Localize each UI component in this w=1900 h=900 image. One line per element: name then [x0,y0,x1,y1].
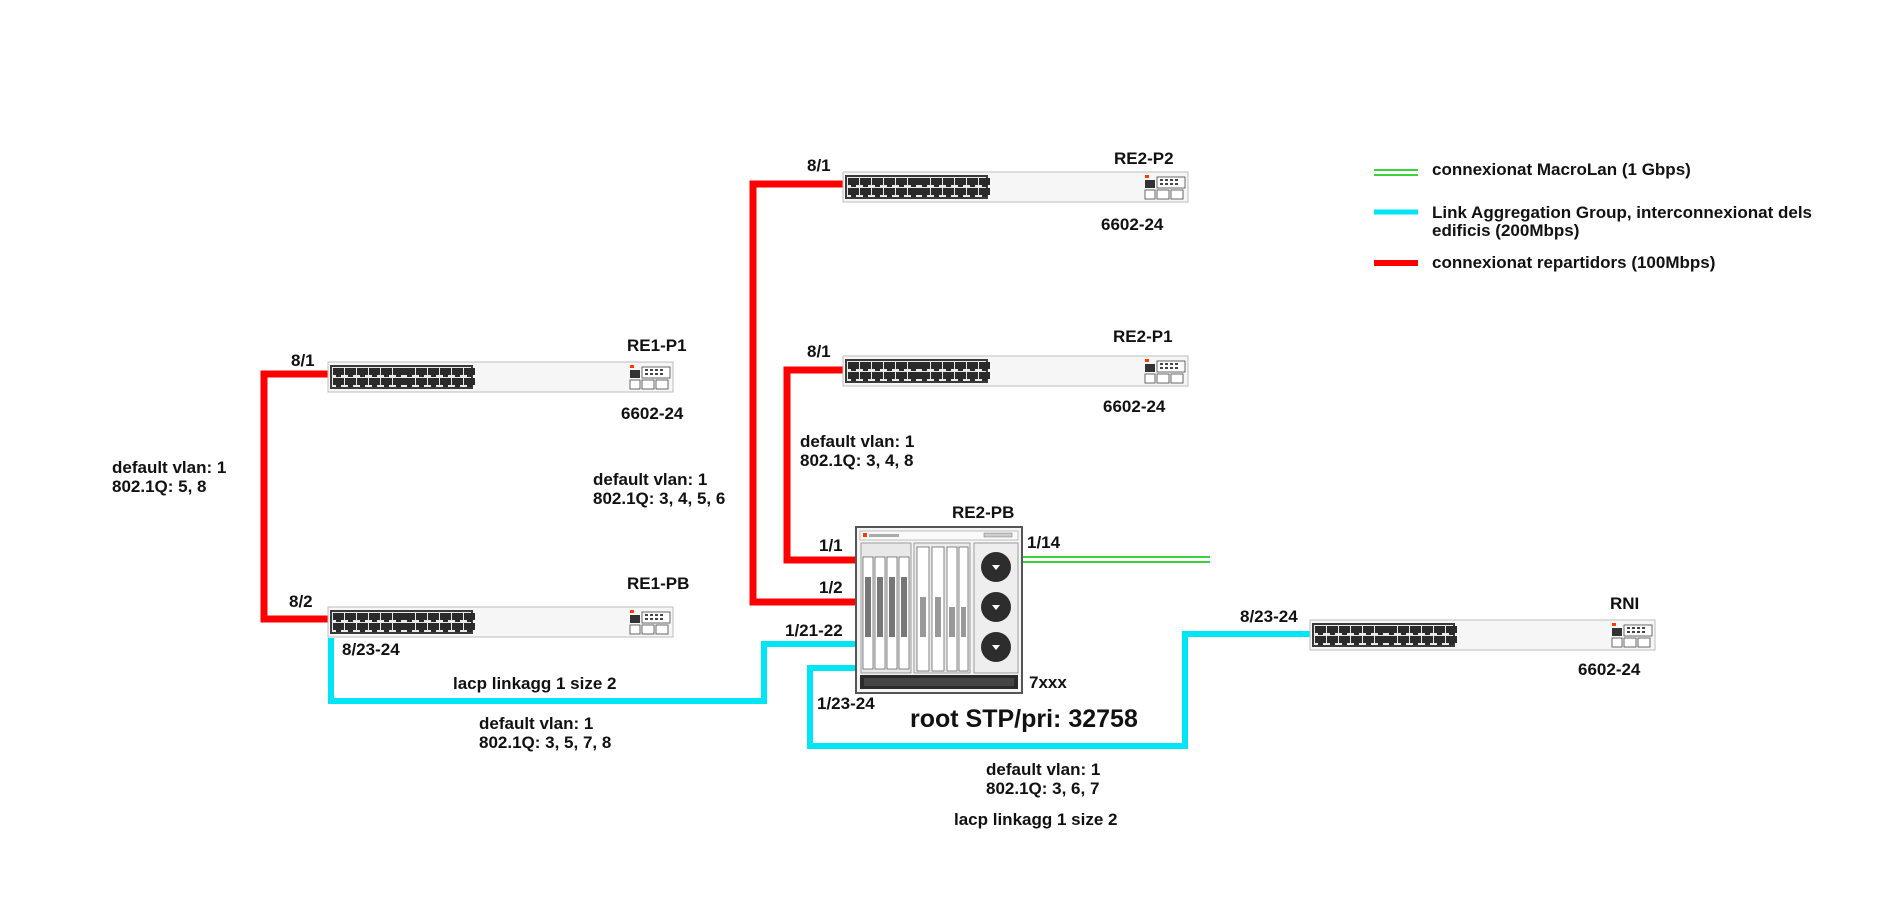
port-label-re2pb-1-23-24: 1/23-24 [817,694,875,713]
dot1q-label-re2p1: 802.1Q: 3, 4, 8 [800,451,914,470]
port-label-rni-8-23-24: 8/23-24 [1240,607,1298,626]
device-model-re1p1: 6602-24 [621,404,684,423]
legend-macrolan-label: connexionat MacroLan (1 Gbps) [1432,160,1691,179]
device-model-re2pb: 7xxx [1029,673,1067,692]
vlan-label-re2p2: default vlan: 1 [593,470,708,489]
device-name-re1pb: RE1-PB [627,574,690,593]
port-label-re1pb-8-2: 8/2 [289,592,313,611]
link-re2p2-re2pb [749,180,857,606]
dot1q-label-re2p2: 802.1Q: 3, 4, 5, 6 [593,489,726,508]
port-label-re2pb-1-14: 1/14 [1027,533,1061,552]
link-macrolan [1019,556,1210,563]
port-label-re2pb-1-1: 1/1 [819,536,843,555]
dot1q-label-lag-re1: 802.1Q: 3, 5, 7, 8 [479,733,612,752]
legend-lag-label-2: edificis (200Mbps) [1432,221,1580,240]
port-label-re1p1-8-1: 8/1 [291,351,315,370]
legend-repartidors-label: connexionat repartidors (100Mbps) [1432,253,1716,272]
lacp-label-re1: lacp linkagg 1 size 2 [453,674,617,693]
stp-root-label: root STP/pri: 32758 [910,705,1138,733]
device-model-re2p1: 6602-24 [1103,397,1166,416]
device-name-rni: RNI [1610,594,1640,613]
port-label-re2p1-8-1: 8/1 [807,342,831,361]
dot1q-label-lag-rni: 802.1Q: 3, 6, 7 [986,779,1100,798]
link-re1p1-re1pb [260,370,330,623]
legend-lag-label-1: Link Aggregation Group, interconnexionat… [1432,203,1813,222]
device-name-re1p1: RE1-P1 [627,336,687,355]
device-model-re2p2: 6602-24 [1101,215,1164,234]
switch-re2p2 [843,172,1188,202]
port-label-re1pb-8-23-24: 8/23-24 [342,640,400,659]
chassis-re2pb [855,526,1023,694]
switch-rni [1310,620,1655,650]
device-name-re2p2: RE2-P2 [1114,149,1174,168]
vlan-label-re2p1: default vlan: 1 [800,432,915,451]
dot1q-label-re1: 802.1Q: 5, 8 [112,477,207,496]
port-label-re2p2-8-1: 8/1 [807,156,831,175]
port-label-re2pb-1-2: 1/2 [819,578,843,597]
port-label-re2pb-1-21-22: 1/21-22 [785,621,843,640]
link-re2p1-re2pb [783,366,857,564]
legend-macrolan-line [1374,169,1418,176]
vlan-label-lag-rni: default vlan: 1 [986,760,1101,779]
device-name-re2pb: RE2-PB [952,503,1015,522]
switch-re1p1 [328,362,673,392]
vlan-label-re1: default vlan: 1 [112,458,227,477]
switch-re2p1 [843,356,1188,386]
switch-re1pb [328,607,673,637]
device-model-rni: 6602-24 [1578,660,1641,679]
lacp-label-rni: lacp linkagg 1 size 2 [954,810,1118,829]
link-lag-re2pb-rni [807,631,1313,749]
vlan-label-lag-re1: default vlan: 1 [479,714,594,733]
link-lag-re1pb-re2pb [328,638,857,704]
device-name-re2p1: RE2-P1 [1113,327,1173,346]
